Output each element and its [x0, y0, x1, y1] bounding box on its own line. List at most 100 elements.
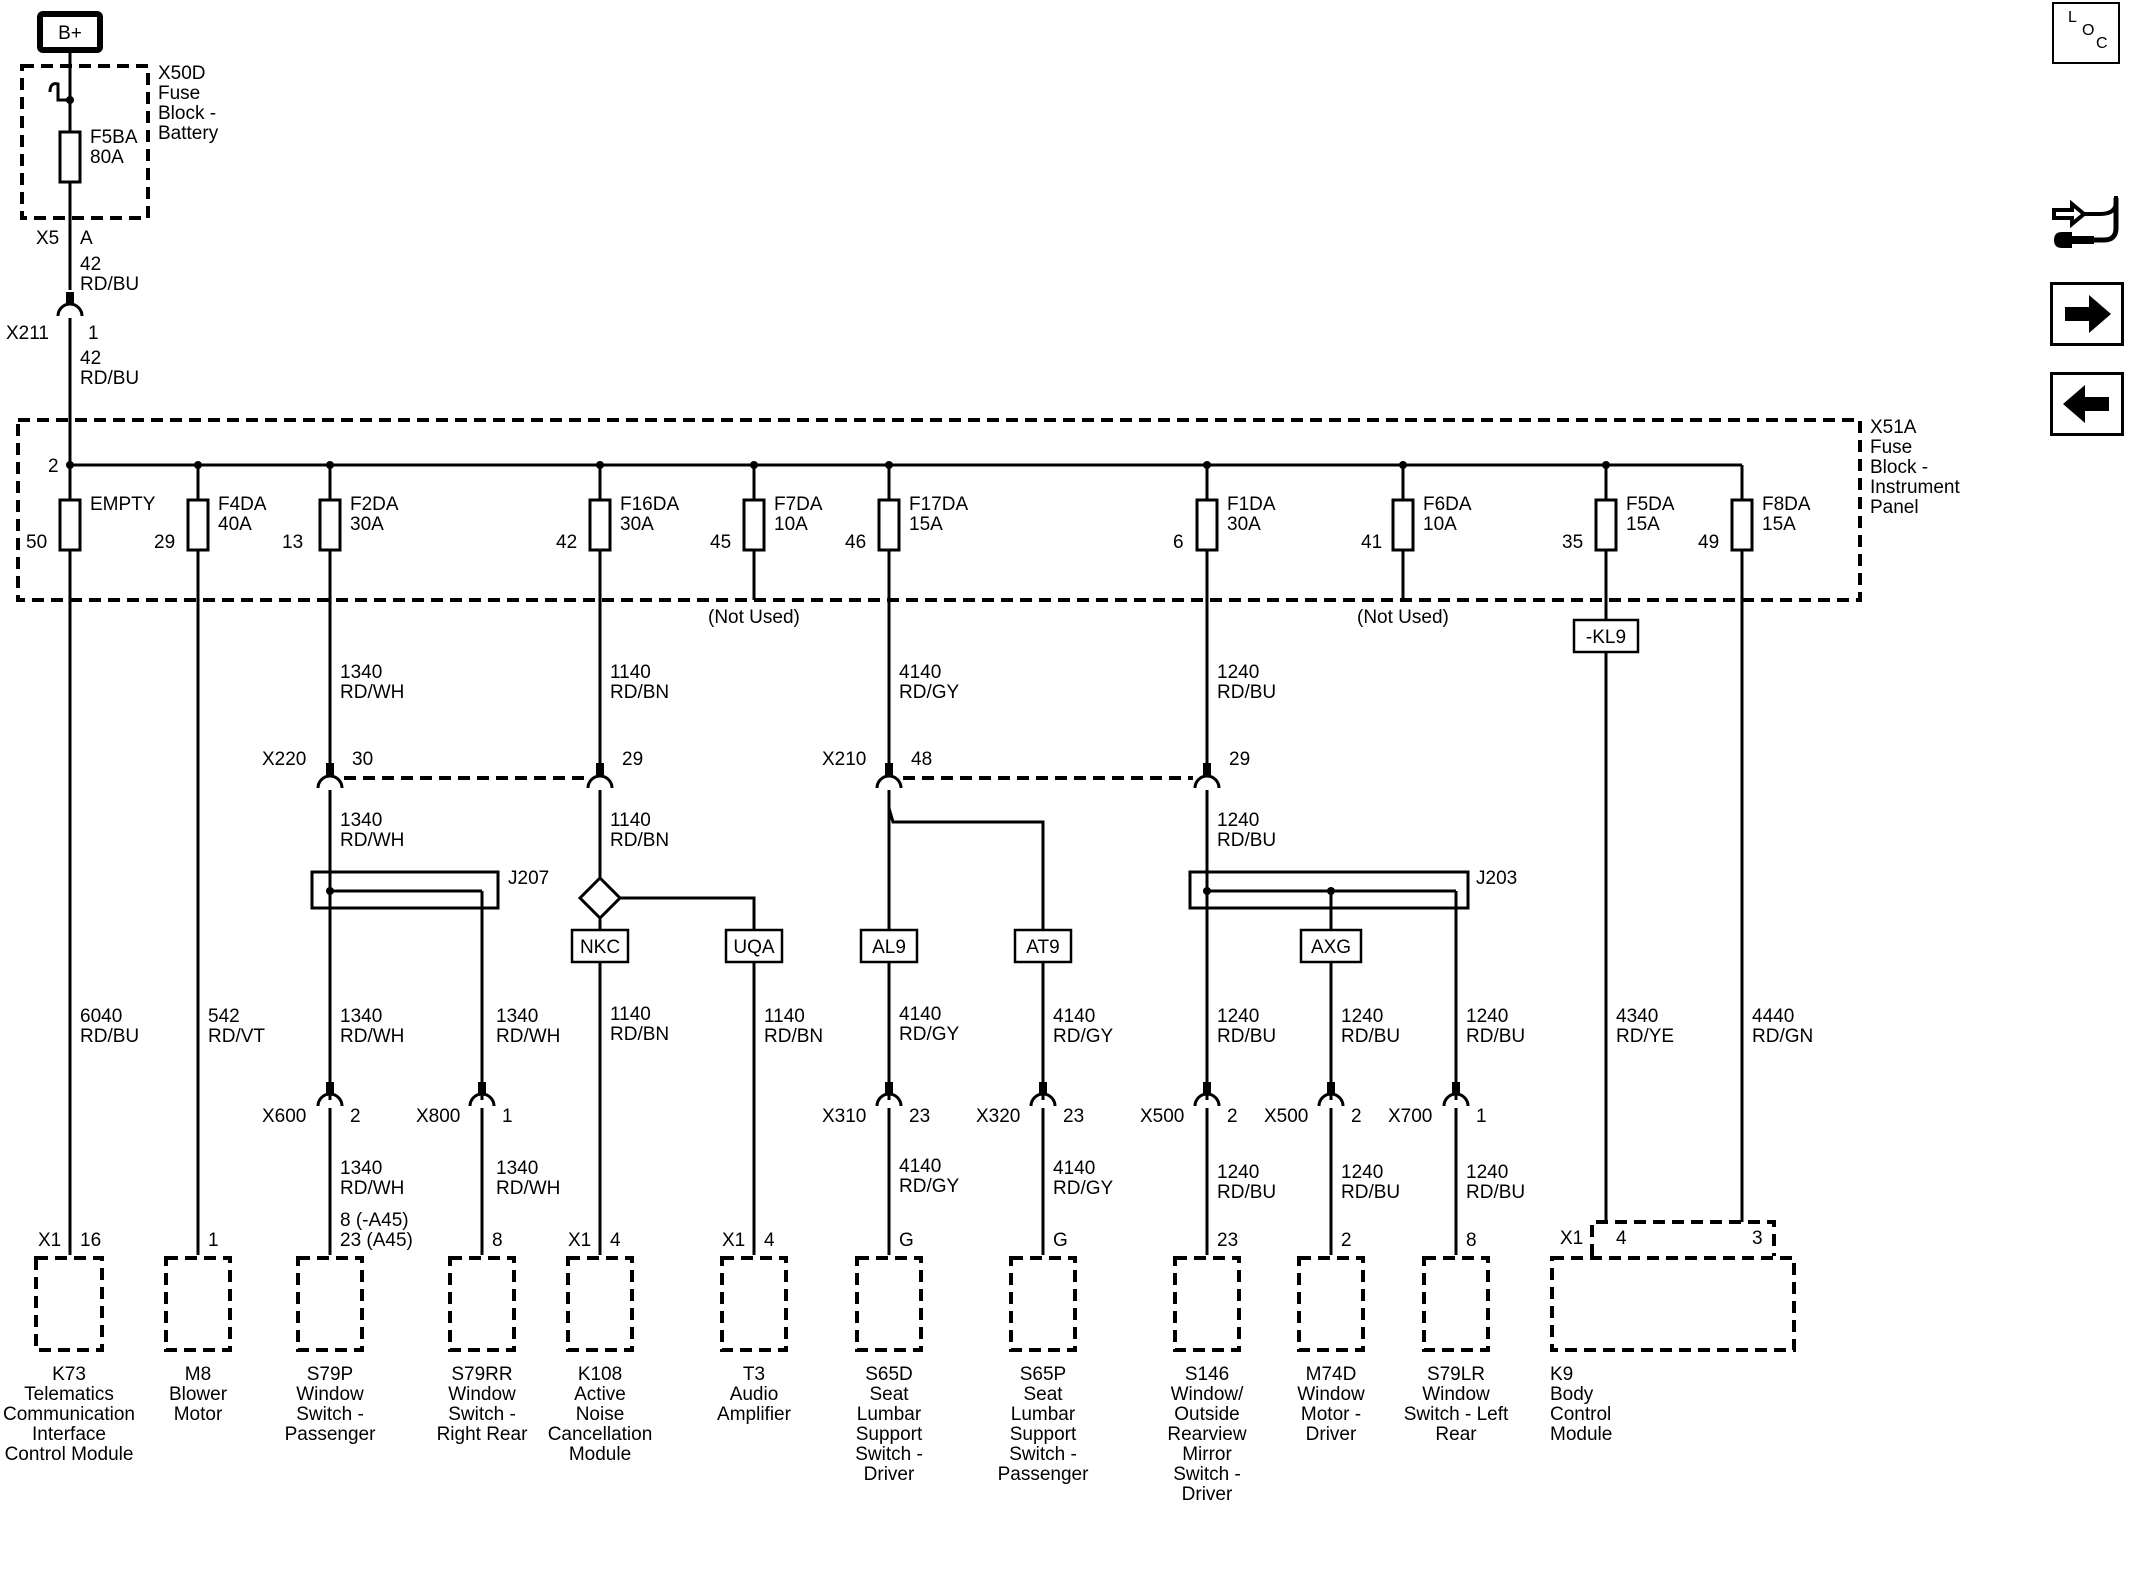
svg-text:1340: 1340 — [340, 1006, 382, 1027]
svg-text:RD/BU: RD/BU — [1217, 1026, 1276, 1047]
svg-text:RD/BU: RD/BU — [1466, 1026, 1525, 1047]
svg-text:Cancellation: Cancellation — [548, 1424, 653, 1445]
svg-text:Audio: Audio — [730, 1384, 779, 1405]
fuse-block-ip-input-pin: 2 — [48, 456, 59, 477]
fuse-block-instrument-panel — [16, 418, 1862, 602]
connector-tool-button[interactable] — [2050, 188, 2124, 260]
svg-text:G: G — [899, 1230, 914, 1251]
svg-text:X700: X700 — [1388, 1106, 1432, 1127]
svg-text:29: 29 — [622, 749, 643, 770]
svg-text:Module: Module — [1550, 1424, 1612, 1445]
svg-text:23 (A45): 23 (A45) — [340, 1230, 413, 1251]
svg-text:Motor -: Motor - — [1301, 1404, 1361, 1425]
component-s146-name: S146 Window/ Outside Rearview Mirror Swi… — [1167, 1364, 1246, 1505]
svg-text:RD/GN: RD/GN — [1752, 1026, 1813, 1047]
svg-text:Panel: Panel — [1870, 497, 1919, 518]
svg-text:M74D: M74D — [1306, 1364, 1357, 1385]
svg-text:Body: Body — [1550, 1384, 1594, 1405]
x210-connector-29: 29 — [1193, 749, 1250, 789]
svg-text:Block -: Block - — [1870, 457, 1928, 478]
svg-text:8 (-A45): 8 (-A45) — [340, 1210, 409, 1231]
svg-text:Switch -: Switch - — [1173, 1464, 1241, 1485]
svg-text:Block -: Block - — [158, 103, 216, 124]
svg-text:S146: S146 — [1185, 1364, 1229, 1385]
svg-text:RD/WH: RD/WH — [496, 1178, 560, 1199]
svg-text:Mirror: Mirror — [1182, 1444, 1232, 1465]
svg-text:F5DA: F5DA — [1626, 494, 1675, 515]
svg-text:RD/GY: RD/GY — [899, 682, 960, 703]
fuse-f17da: F17DA 15A 46 — [845, 461, 968, 763]
svg-text:Control Module: Control Module — [5, 1444, 134, 1465]
svg-text:RD/WH: RD/WH — [340, 682, 404, 703]
svg-text:1140: 1140 — [764, 1006, 805, 1027]
svg-text:Switch - Left: Switch - Left — [1404, 1404, 1509, 1425]
svg-text:4: 4 — [764, 1230, 775, 1251]
svg-text:2: 2 — [1341, 1230, 1352, 1251]
svg-text:RD/GY: RD/GY — [1053, 1026, 1114, 1047]
svg-text:4140: 4140 — [1053, 1158, 1095, 1179]
svg-text:RD/BU: RD/BU — [1341, 1182, 1400, 1203]
fuse-f5ba-rating: 80A — [90, 147, 124, 168]
svg-text:RD/BN: RD/BN — [764, 1026, 823, 1047]
svg-text:23: 23 — [909, 1106, 930, 1127]
svg-text:AL9: AL9 — [872, 937, 906, 958]
svg-text:Active: Active — [574, 1384, 626, 1405]
svg-text:30A: 30A — [620, 514, 654, 535]
svg-text:F8DA: F8DA — [1762, 494, 1811, 515]
svg-text:RD/BU: RD/BU — [1341, 1026, 1400, 1047]
svg-text:2: 2 — [1351, 1106, 1362, 1127]
loc-icon: L O C — [2068, 9, 2108, 52]
svg-text:6040: 6040 — [80, 1006, 122, 1027]
svg-text:1240: 1240 — [1466, 1162, 1508, 1183]
svg-text:RD/BU: RD/BU — [80, 274, 139, 295]
x700-connector: X700 1 — [1388, 1082, 1487, 1127]
svg-text:X1: X1 — [722, 1230, 745, 1251]
loc-button[interactable]: L O C — [2052, 2, 2120, 64]
svg-text:(Not Used): (Not Used) — [708, 607, 800, 628]
svg-text:G: G — [1053, 1230, 1068, 1251]
component-s146 — [1173, 1256, 1241, 1352]
component-s65p-name: S65P Seat Lumbar Support Switch - Passen… — [998, 1364, 1090, 1485]
svg-text:Window: Window — [1422, 1384, 1490, 1405]
fuse-f16da: F16DA 30A 42 — [556, 461, 679, 763]
svg-text:1140: 1140 — [610, 810, 651, 831]
svg-text:Window/: Window/ — [1171, 1384, 1245, 1405]
svg-text:16: 16 — [80, 1230, 101, 1251]
svg-text:1240: 1240 — [1217, 1006, 1259, 1027]
svg-text:23: 23 — [1063, 1106, 1084, 1127]
svg-text:Module: Module — [569, 1444, 631, 1465]
svg-text:Passenger: Passenger — [998, 1464, 1090, 1485]
svg-text:RD/BU: RD/BU — [80, 1026, 139, 1047]
x310-connector: X310 23 — [822, 1082, 930, 1127]
component-s79lr-name: S79LR Window Switch - Left Rear — [1404, 1364, 1509, 1445]
svg-text:Switch -: Switch - — [1009, 1444, 1077, 1465]
component-t3 — [720, 1256, 788, 1352]
component-m74d — [1297, 1256, 1365, 1352]
x211-name: X211 — [6, 323, 49, 344]
fuse-f2da: F2DA 30A 13 — [282, 461, 399, 763]
svg-text:-KL9: -KL9 — [1586, 627, 1626, 648]
svg-text:F1DA: F1DA — [1227, 494, 1276, 515]
svg-text:AT9: AT9 — [1026, 937, 1059, 958]
previous-page-button[interactable] — [2050, 372, 2124, 436]
svg-text:S79RR: S79RR — [451, 1364, 512, 1385]
svg-text:Communication: Communication — [3, 1404, 135, 1425]
svg-text:RD/GY: RD/GY — [899, 1024, 960, 1045]
next-page-button[interactable] — [2050, 282, 2124, 346]
svg-text:13: 13 — [282, 532, 303, 553]
battery-label: B+ — [58, 23, 82, 44]
svg-text:RD/BU: RD/BU — [1217, 830, 1276, 851]
fuse-f6da: F6DA 10A 41 (Not Used) — [1357, 461, 1472, 628]
svg-text:1240: 1240 — [1466, 1006, 1508, 1027]
svg-text:EMPTY: EMPTY — [90, 494, 156, 515]
svg-text:Instrument: Instrument — [1870, 477, 1960, 498]
svg-text:NKC: NKC — [580, 937, 620, 958]
x220-connector-29: 29 — [586, 749, 643, 789]
svg-text:Right Rear: Right Rear — [437, 1424, 528, 1445]
svg-text:Control: Control — [1550, 1404, 1611, 1425]
svg-text:49: 49 — [1698, 532, 1719, 553]
svg-text:RD/WH: RD/WH — [340, 830, 404, 851]
component-s79rr-name: S79RR Window Switch - Right Rear — [437, 1364, 528, 1445]
option-nkc — [570, 928, 630, 964]
x600-connector: X600 2 — [262, 1082, 361, 1127]
